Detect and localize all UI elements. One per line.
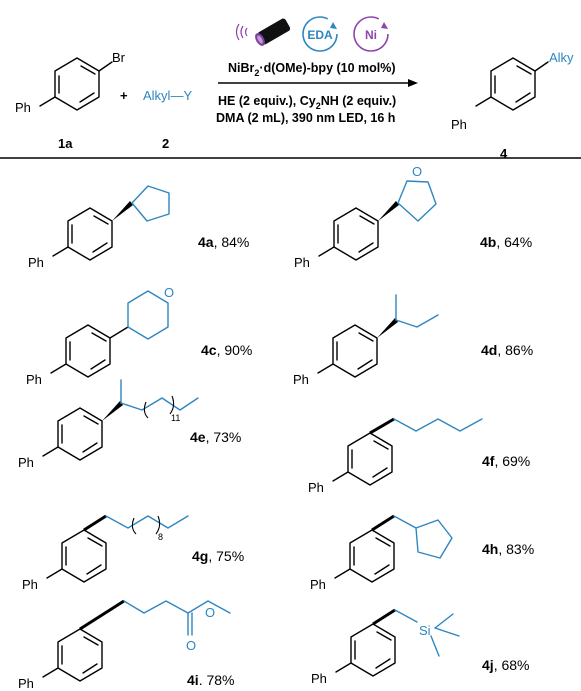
compound-label-2: 2 xyxy=(162,136,169,151)
repeat-count-label: 8 xyxy=(158,532,163,542)
product-label-4b: 4b, 64% xyxy=(480,234,532,250)
ph-label: Ph xyxy=(22,577,38,592)
ni-label: Ni xyxy=(365,28,377,42)
structure-4d: Ph xyxy=(293,294,439,387)
ph-label: Ph xyxy=(18,455,34,470)
product-label-4g: 4g, 75% xyxy=(192,548,244,564)
ph-label: Ph xyxy=(311,671,327,686)
product-label-4i: 4i. 78% xyxy=(187,672,235,688)
structure-4e: 11 Ph xyxy=(18,379,199,470)
nickel-cycle-icon: Ni xyxy=(353,16,389,52)
structure-4f: Ph xyxy=(308,417,483,495)
ester-oxygen-label: O xyxy=(205,605,215,620)
product-label-4e: 4e, 73% xyxy=(190,429,241,445)
phenyl-label: Ph xyxy=(15,100,31,115)
ph-label: Ph xyxy=(26,372,42,387)
alkyl-substituent-label: Alky xyxy=(549,50,574,65)
catalyst-condition: NiBr2·d(OMe)-bpy (10 mol%) xyxy=(228,61,396,78)
reaction-arrow xyxy=(408,79,418,87)
product-label-4d: 4d, 86% xyxy=(481,342,533,358)
oxygen-atom-label: O xyxy=(412,164,422,179)
bromo-label: Br xyxy=(112,50,126,65)
compound-label-1a: 1a xyxy=(58,136,73,151)
ph-label: Ph xyxy=(18,676,34,691)
led-light-icon xyxy=(235,18,291,46)
alkyl-reagent: Alkyl—Y xyxy=(143,88,192,103)
structure-4i: O O Ph xyxy=(18,599,231,691)
silicon-atom-label: Si xyxy=(419,623,431,638)
ph-label: Ph xyxy=(28,255,44,270)
structure-4c: O Ph xyxy=(26,285,174,387)
eda-label: EDA xyxy=(307,28,333,42)
ph-label: Ph xyxy=(294,255,310,270)
structure-4j: Si Ph xyxy=(311,608,460,686)
eda-cycle-icon: EDA xyxy=(302,16,338,52)
additive-condition: HE (2 equiv.), Cy2NH (2 equiv.) xyxy=(218,94,396,111)
ph-label: Ph xyxy=(308,480,324,495)
plus-sign: + xyxy=(120,88,128,103)
compound-label-4: 4 xyxy=(500,146,508,161)
oxygen-atom-label: O xyxy=(164,285,174,300)
product-label-4h: 4h, 83% xyxy=(482,541,534,557)
product-aryl-alkyl: Alky Ph xyxy=(451,50,574,132)
product-label-4f: 4f, 69% xyxy=(482,453,530,469)
structure-4b: O Ph xyxy=(294,164,437,270)
product-label-4j: 4j, 68% xyxy=(482,657,530,673)
ph-label: Ph xyxy=(310,577,326,592)
repeat-count-label: 11 xyxy=(171,413,180,423)
carbonyl-oxygen-label: O xyxy=(186,638,196,653)
solvent-light-condition: DMA (2 mL), 390 nm LED, 16 h xyxy=(216,111,395,125)
phenyl-label: Ph xyxy=(451,117,467,132)
product-label-4c: 4c, 90% xyxy=(201,342,252,358)
structure-4a: Ph xyxy=(28,185,170,270)
structure-4g: 8 Ph xyxy=(22,514,189,592)
structure-4h: Ph xyxy=(310,514,453,592)
reactant-biphenyl-bromide: Br Ph xyxy=(15,50,126,115)
product-label-4a: 4a, 84% xyxy=(198,234,249,250)
ph-label: Ph xyxy=(293,372,309,387)
